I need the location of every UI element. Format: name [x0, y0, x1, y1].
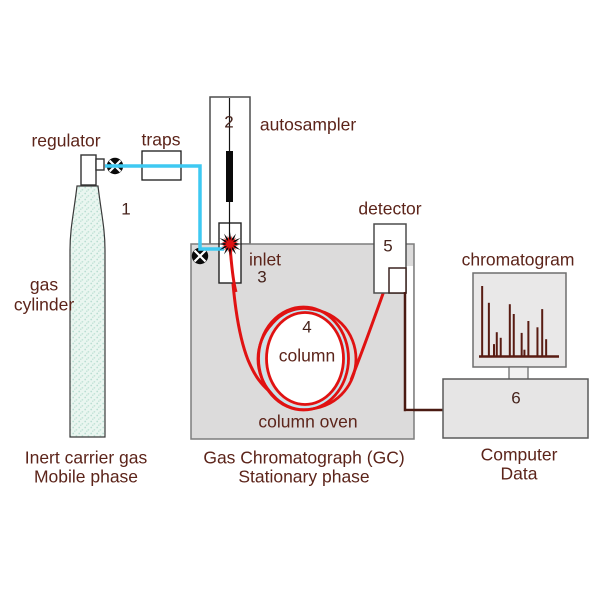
- traps-label: traps: [141, 129, 181, 150]
- autosampler-label: autosampler: [259, 114, 357, 135]
- detector-outlet-box: [388, 267, 407, 294]
- monitor-stand: [508, 366, 529, 381]
- inlet-label: inlet: [248, 249, 282, 270]
- caption-mid-line1: Gas Chromatograph (GC): [203, 447, 405, 468]
- number-2: 2: [224, 112, 234, 132]
- number-1: 1: [121, 199, 131, 219]
- chromatogram-label: chromatogram: [461, 249, 575, 270]
- regulator-label: regulator: [31, 130, 101, 151]
- carrier-gas-line: [105, 164, 224, 251]
- computer-box: [442, 378, 589, 439]
- signal-channel: [406, 266, 413, 412]
- number-6: 6: [511, 388, 521, 408]
- caption-left-line1: Inert carrier gas: [24, 447, 148, 468]
- regulator-knob: [95, 158, 105, 171]
- number-4: 4: [302, 317, 312, 337]
- regulator-body: [80, 154, 97, 186]
- number-5: 5: [383, 236, 393, 256]
- number-3: 3: [257, 267, 267, 287]
- gas-cylinder: [69, 185, 106, 438]
- column-coil: [256, 305, 358, 412]
- column-label: column: [278, 345, 336, 366]
- gas-cylinder-label-line1: gas: [29, 274, 59, 295]
- injection-flash-icon: [218, 232, 242, 256]
- caption-left-line2: Mobile phase: [33, 466, 139, 487]
- caption-right-line1: Computer: [480, 444, 558, 465]
- caption-mid-line2: Stationary phase: [238, 466, 370, 487]
- column-oven-label: column oven: [258, 411, 358, 432]
- inlet-valve-icon: [191, 247, 209, 265]
- detector-label: detector: [358, 198, 422, 219]
- caption-right-line2: Data: [500, 463, 538, 484]
- chromatogram-plot: [479, 286, 559, 358]
- monitor: [472, 272, 567, 368]
- signal-wire: [403, 292, 443, 412]
- gas-cylinder-label-line2: cylinder: [13, 294, 75, 315]
